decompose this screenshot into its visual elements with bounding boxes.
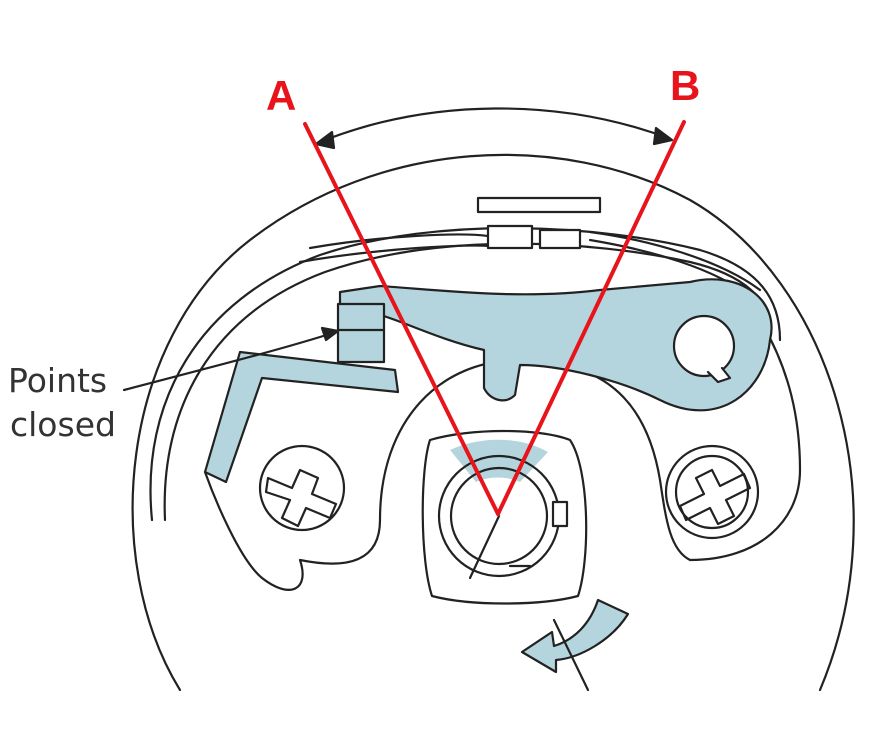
fixed-contact-bracket: [203, 350, 400, 484]
label-a: A: [266, 72, 296, 119]
spring-arm: [588, 230, 762, 292]
label-b: B: [670, 62, 700, 109]
left-screw: [258, 444, 346, 532]
cam-shaft-inner: [449, 466, 549, 566]
right-screw: [664, 444, 760, 540]
terminal-block-small: [538, 228, 582, 250]
cam-dwell-sector: [450, 439, 548, 482]
label-points: Points: [8, 361, 107, 400]
label-closed: closed: [10, 405, 116, 444]
left-screw-slot: [264, 468, 338, 528]
cam-keyway: [551, 500, 569, 528]
line-a: [303, 122, 500, 516]
primary-wire-lower: [298, 244, 490, 264]
primary-wire: [308, 233, 490, 250]
spring-clip: [476, 196, 602, 214]
cam-housing: [421, 429, 588, 605]
contact-breaker-arm: [338, 278, 773, 412]
breaker-plate-edge: [149, 227, 782, 522]
line-b: [496, 120, 686, 516]
arc-arrowhead-right: [652, 126, 674, 146]
terminal-block: [486, 224, 534, 250]
right-screw-inner: [674, 454, 750, 530]
dwell-angle-arc: [318, 107, 670, 144]
contact-points: [336, 302, 386, 364]
points-leader-line: [122, 330, 338, 392]
rotation-axis-line: [468, 514, 501, 580]
arrow-cut-line: [552, 618, 590, 692]
pivot-clip: [706, 366, 732, 384]
housing-outer-circle: [131, 153, 855, 692]
arc-arrowhead-left: [314, 130, 336, 150]
right-screw-slot: [678, 468, 752, 526]
pivot-ring: [672, 314, 736, 378]
curved-arrow-icon: [520, 598, 630, 674]
points-leader-arrowhead: [320, 326, 340, 342]
